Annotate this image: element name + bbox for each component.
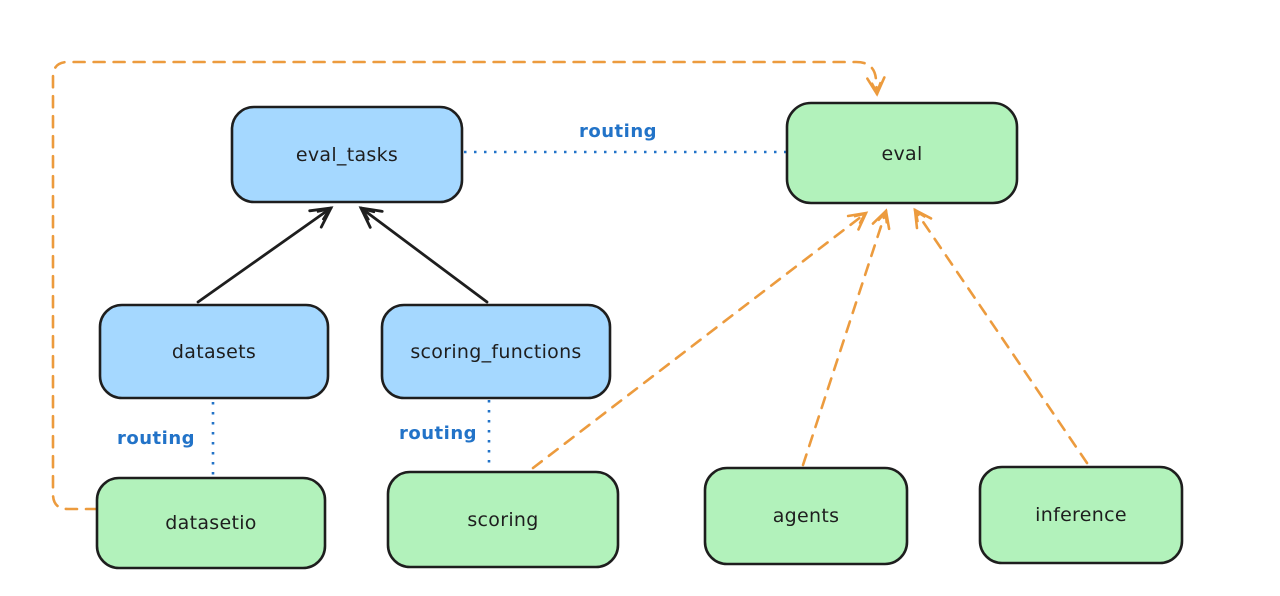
node-eval-tasks-box (230, 105, 464, 204)
node-scoring-box (386, 470, 620, 569)
edge-datasets-to-eval-tasks (196, 206, 334, 304)
node-datasetio: datasetio (95, 476, 327, 570)
node-datasetio-box (95, 476, 327, 570)
edge-label-routing-top: routing (579, 121, 657, 142)
edge-label-routing-scoring: routing (399, 423, 477, 444)
node-eval-label: eval (881, 143, 922, 165)
edge-agents-to-eval (801, 208, 891, 467)
node-scoring-functions-label: scoring_functions (410, 341, 581, 363)
node-inference-label: inference (1035, 504, 1127, 526)
node-inference-box (978, 465, 1184, 565)
node-datasets: datasets (98, 303, 330, 400)
node-scoring: scoring (386, 470, 620, 569)
node-agents: agents (703, 466, 909, 566)
node-eval: eval (785, 101, 1019, 205)
node-eval-tasks-label: eval_tasks (296, 144, 398, 166)
node-scoring-label: scoring (467, 509, 538, 531)
node-datasets-box (98, 303, 330, 400)
node-inference: inference (978, 465, 1184, 565)
edge-scoring-to-eval (531, 211, 869, 470)
node-scoring-functions: scoring_functions (380, 303, 612, 400)
node-datasets-label: datasets (172, 341, 256, 363)
edge-label-routing-datasets: routing (117, 428, 195, 449)
edge-scoring-functions-to-eval-tasks (358, 206, 489, 304)
node-datasetio-label: datasetio (165, 512, 256, 534)
node-eval-box (785, 101, 1019, 205)
node-eval-tasks: eval_tasks (230, 105, 464, 204)
node-scoring-functions-box (380, 303, 612, 400)
node-agents-label: agents (773, 505, 840, 527)
edge-datasetio-to-eval-loop (51, 60, 886, 511)
node-agents-box (703, 466, 909, 566)
edge-inference-to-eval (913, 207, 1089, 465)
